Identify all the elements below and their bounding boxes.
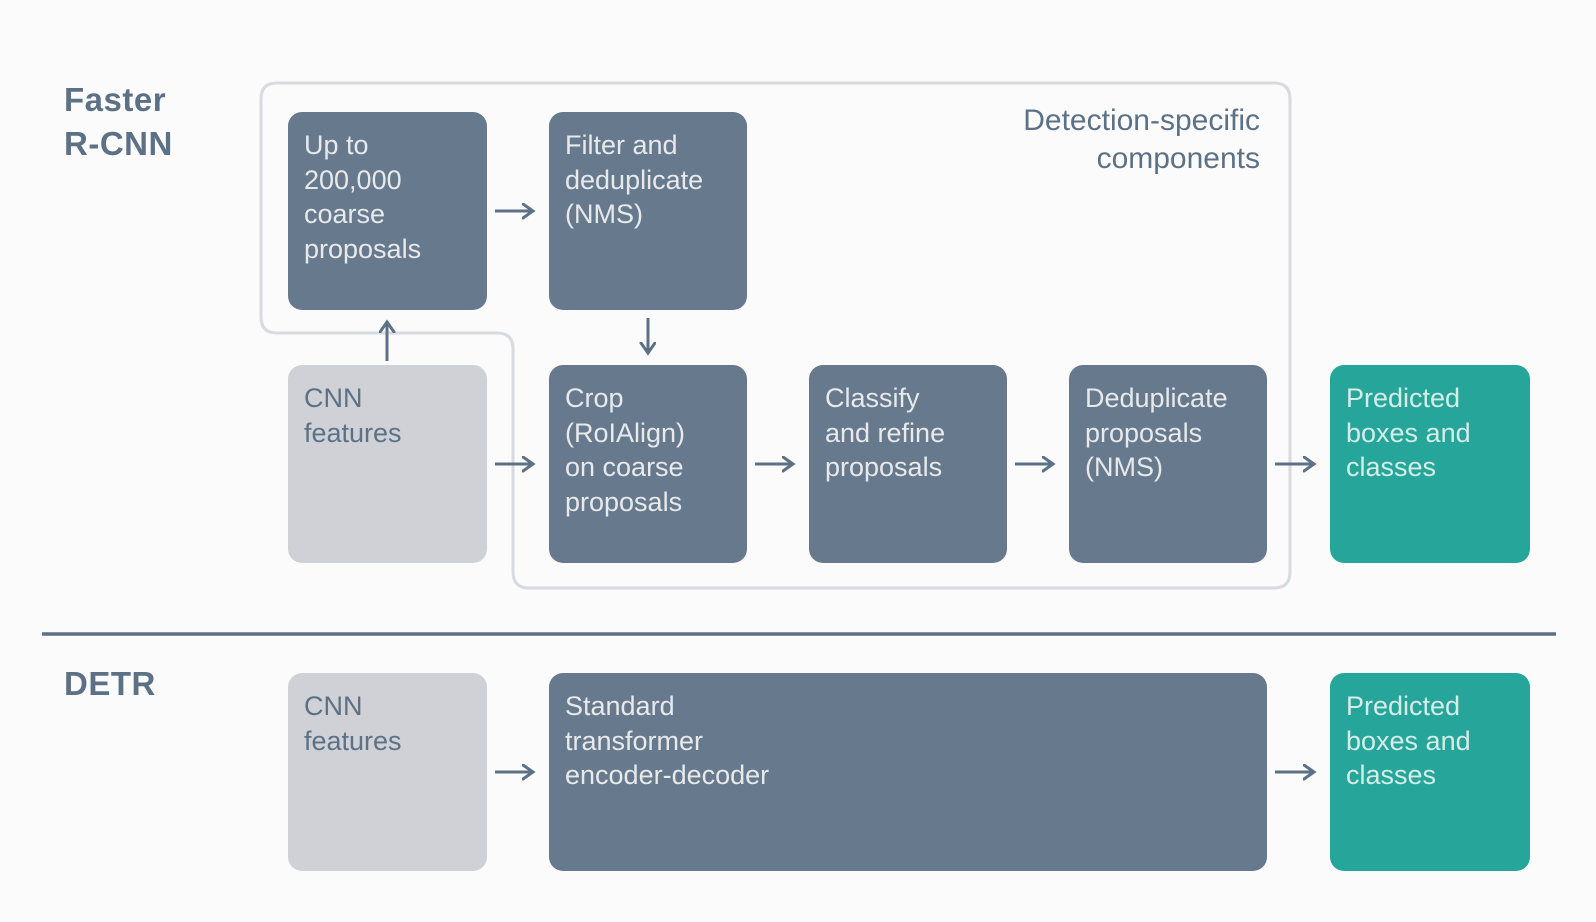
node-filter-deduplicate-nms: Filter and deduplicate (NMS)	[549, 112, 747, 310]
detection-specific-region-outline	[259, 81, 1292, 590]
node-crop-roialign: Crop (RoIAlign) on coarse proposals	[549, 365, 747, 563]
detr-title: DETR	[64, 665, 156, 702]
node-classify-refine: Classify and refine proposals	[809, 365, 1007, 563]
node-transformer-encoder-decoder: Standard transformer encoder-decoder	[549, 673, 1267, 871]
node-predicted-boxes-detr: Predicted boxes and classes	[1330, 673, 1530, 871]
node-deduplicate-proposals-nms: Deduplicate proposals (NMS)	[1069, 365, 1267, 563]
faster-rcnn-title: Faster R-CNN	[64, 81, 173, 162]
node-cnn-features-faster-rcnn: CNN features	[288, 365, 487, 563]
detection-specific-region-label: Detection-specific components	[1023, 104, 1260, 175]
node-coarse-proposals: Up to 200,000 coarse proposals	[288, 112, 487, 310]
node-cnn-features-detr: CNN features	[288, 673, 487, 871]
node-predicted-boxes-faster-rcnn: Predicted boxes and classes	[1330, 365, 1530, 563]
